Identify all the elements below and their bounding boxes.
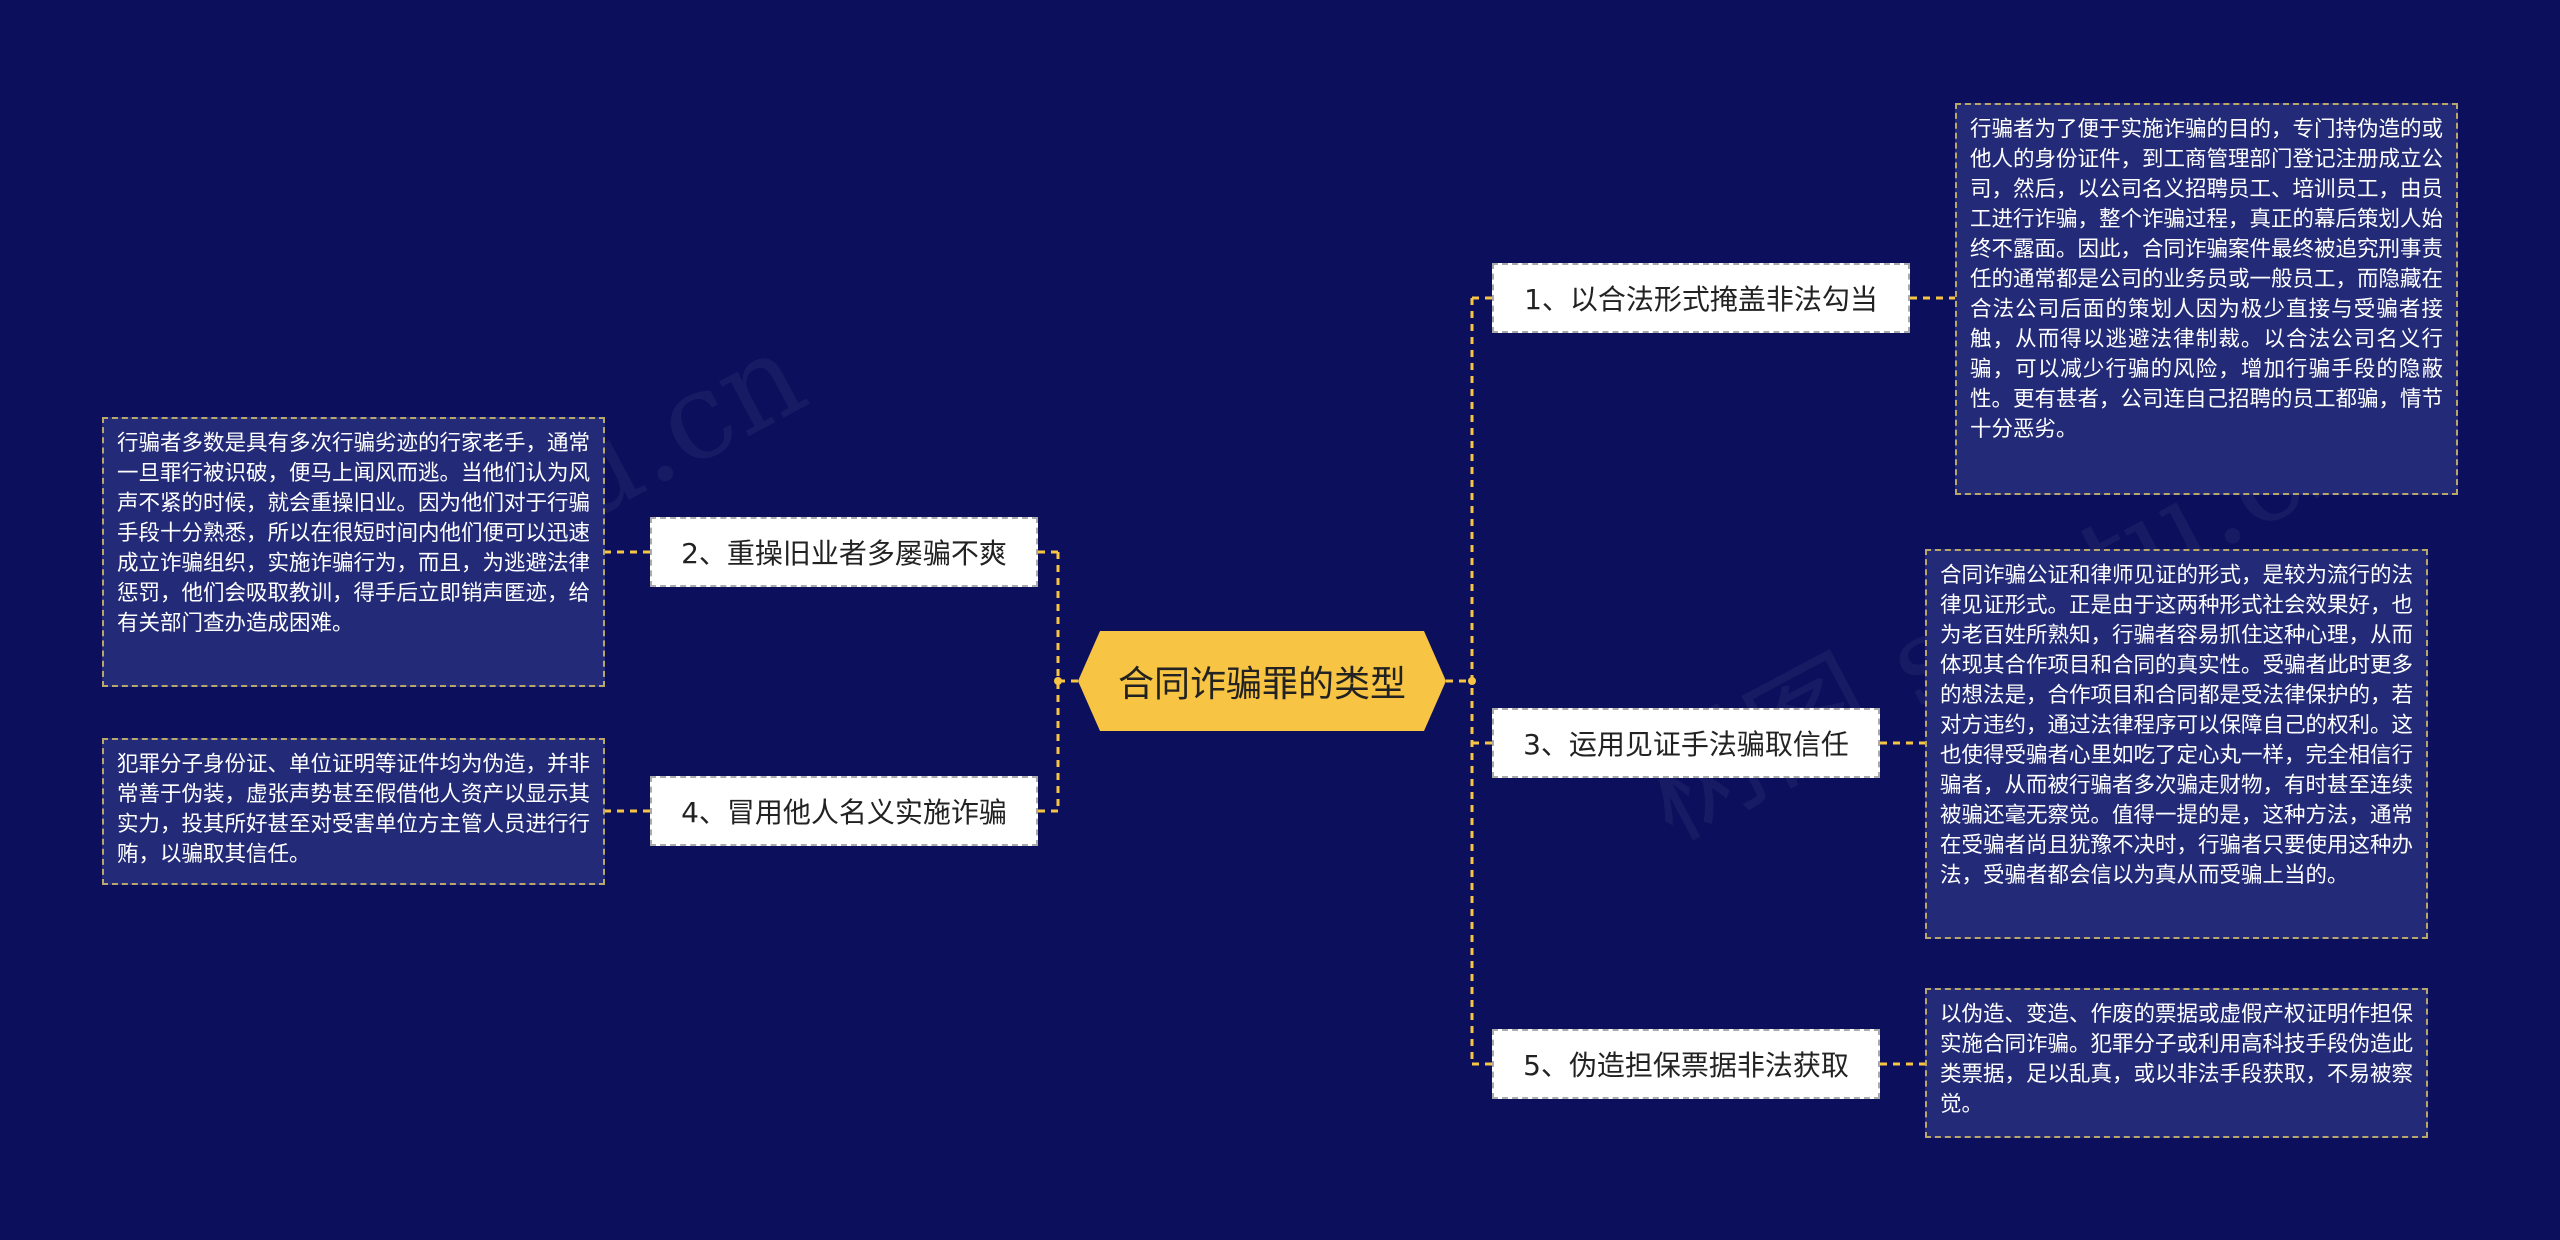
branch-2[interactable]: 2、重操旧业者多屡骗不爽 <box>650 517 1038 587</box>
branch-5[interactable]: 5、伪造担保票据非法获取 <box>1492 1029 1880 1099</box>
root-topic[interactable]: 合同诈骗罪的类型 <box>1078 631 1446 731</box>
branch-3[interactable]: 3、运用见证手法骗取信任 <box>1492 708 1880 778</box>
leaf-3[interactable]: 合同诈骗公证和律师见证的形式，是较为流行的法律见证形式。正是由于这两种形式社会效… <box>1925 549 2428 939</box>
connector-dot-right <box>1468 677 1476 685</box>
leaf-1[interactable]: 行骗者为了便于实施诈骗的目的，专门持伪造的或他人的身份证件，到工商管理部门登记注… <box>1955 103 2458 495</box>
leaf-2[interactable]: 行骗者多数是具有多次行骗劣迹的行家老手，通常一旦罪行被识破，便马上闻风而逃。当他… <box>102 417 605 687</box>
branch-1[interactable]: 1、以合法形式掩盖非法勾当 <box>1492 263 1910 333</box>
leaf-4[interactable]: 犯罪分子身份证、单位证明等证件均为伪造，并非常善于伪装，虚张声势甚至假借他人资产… <box>102 738 605 885</box>
branch-4[interactable]: 4、冒用他人名义实施诈骗 <box>650 776 1038 846</box>
connector-dot-left <box>1054 677 1062 685</box>
leaf-5[interactable]: 以伪造、变造、作废的票据或虚假产权证明作担保实施合同诈骗。犯罪分子或利用高科技手… <box>1925 988 2428 1138</box>
